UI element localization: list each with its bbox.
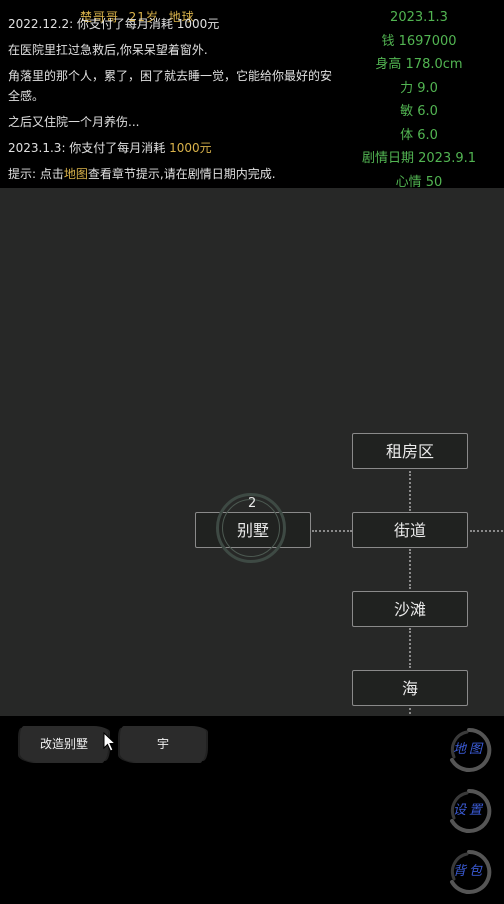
character-location: 地球 <box>168 10 195 24</box>
tip-prefix: 提示: 点击 <box>8 167 64 181</box>
current-location-ring <box>216 493 286 563</box>
mouse-cursor-icon <box>103 732 117 752</box>
tip-suffix: 查看章节提示,请在剧情日期内完成. <box>87 167 276 181</box>
brush-circle-icon <box>450 788 492 833</box>
payment-text: 2023.1.3: 你支付了每月消耗 <box>8 141 170 155</box>
stat-strength: 力 9.0 <box>400 80 438 96</box>
log-line: 角落里的那个人，累了，困了就去睡一觉，它能给你最好的安全感。 <box>8 69 333 103</box>
character-header: 楚哥哥 21岁 地球 <box>80 8 195 25</box>
connector-street-beach <box>409 549 411 589</box>
log-line-payment: 2023.1.3: 你支付了每月消耗 1000元 <box>8 138 340 158</box>
stat-stamina: 体 6.0 <box>400 127 438 143</box>
payment-amount: 1000元 <box>169 141 212 155</box>
map-node-label: 街道 <box>393 521 426 540</box>
connector-rental-street <box>409 471 411 511</box>
stats-panel: 2023.1.3 钱 1697000 身高 178.0cm 力 9.0 敏 6.… <box>334 6 504 188</box>
map-node-rental[interactable]: 租房区 <box>352 433 468 469</box>
stat-mood: 心情 50 <box>395 174 443 189</box>
log-line-cut: 2022.12.2: 你支付了每月消耗 1000元 <box>8 17 220 31</box>
action-bar: 改造别墅 宇 <box>0 716 504 904</box>
settings-button-label: 设置 <box>452 803 485 818</box>
brush-circle-icon <box>450 727 492 772</box>
backpack-button[interactable]: 背包 <box>446 849 492 895</box>
villa-count-badge: 2 <box>248 496 257 511</box>
map-node-label: 沙滩 <box>393 600 426 619</box>
connector-street-right <box>470 530 504 532</box>
map-node-label: 别墅 <box>236 521 269 540</box>
log-line: 在医院里扛过急救后,你呆呆望着窗外. <box>8 43 208 57</box>
log-line: 之后又住院一个月养伤... <box>8 115 140 129</box>
renovate-villa-button[interactable]: 改造别墅 <box>20 726 108 762</box>
map-node-label: 租房区 <box>385 442 434 461</box>
event-log: 2022.12.2: 你支付了每月消耗 1000元 在医院里扛过急救后,你呆呆望… <box>8 17 340 188</box>
connector-sea-below <box>409 708 411 716</box>
story-panel: 楚哥哥 21岁 地球 2022.12.2: 你支付了每月消耗 1000元 在医院… <box>0 0 504 188</box>
connector-villa-street <box>312 530 352 532</box>
map-node-sea[interactable]: 海 <box>352 670 468 706</box>
stat-date: 2023.1.3 <box>390 10 448 25</box>
map-area[interactable]: 租房区 别墅 2 街道 沙滩 海 <box>0 188 504 716</box>
connector-beach-sea <box>409 628 411 668</box>
yu-button[interactable]: 宇 <box>120 726 206 762</box>
stat-money: 钱 1697000 <box>381 33 457 49</box>
map-node-beach[interactable]: 沙滩 <box>352 591 468 627</box>
stat-agility: 敏 6.0 <box>400 104 438 119</box>
character-age: 21岁 <box>128 10 159 24</box>
stat-height: 身高 178.0cm <box>375 57 463 72</box>
stat-plot-date: 剧情日期 2023.9.1 <box>361 151 477 166</box>
map-node-label: 海 <box>401 679 418 698</box>
log-line-tip: 提示: 点击地图查看章节提示,请在剧情日期内完成. <box>8 164 340 184</box>
map-button[interactable]: 地图 <box>446 727 492 773</box>
settings-button[interactable]: 设置 <box>446 788 492 834</box>
map-button-label: 地图 <box>452 742 485 757</box>
backpack-button-label: 背包 <box>452 864 485 879</box>
map-node-street[interactable]: 街道 <box>352 512 468 548</box>
character-name: 楚哥哥 <box>80 10 120 24</box>
brush-circle-icon <box>450 849 492 894</box>
current-location-inner-ring <box>222 499 280 557</box>
tip-map-link[interactable]: 地图 <box>63 167 88 181</box>
